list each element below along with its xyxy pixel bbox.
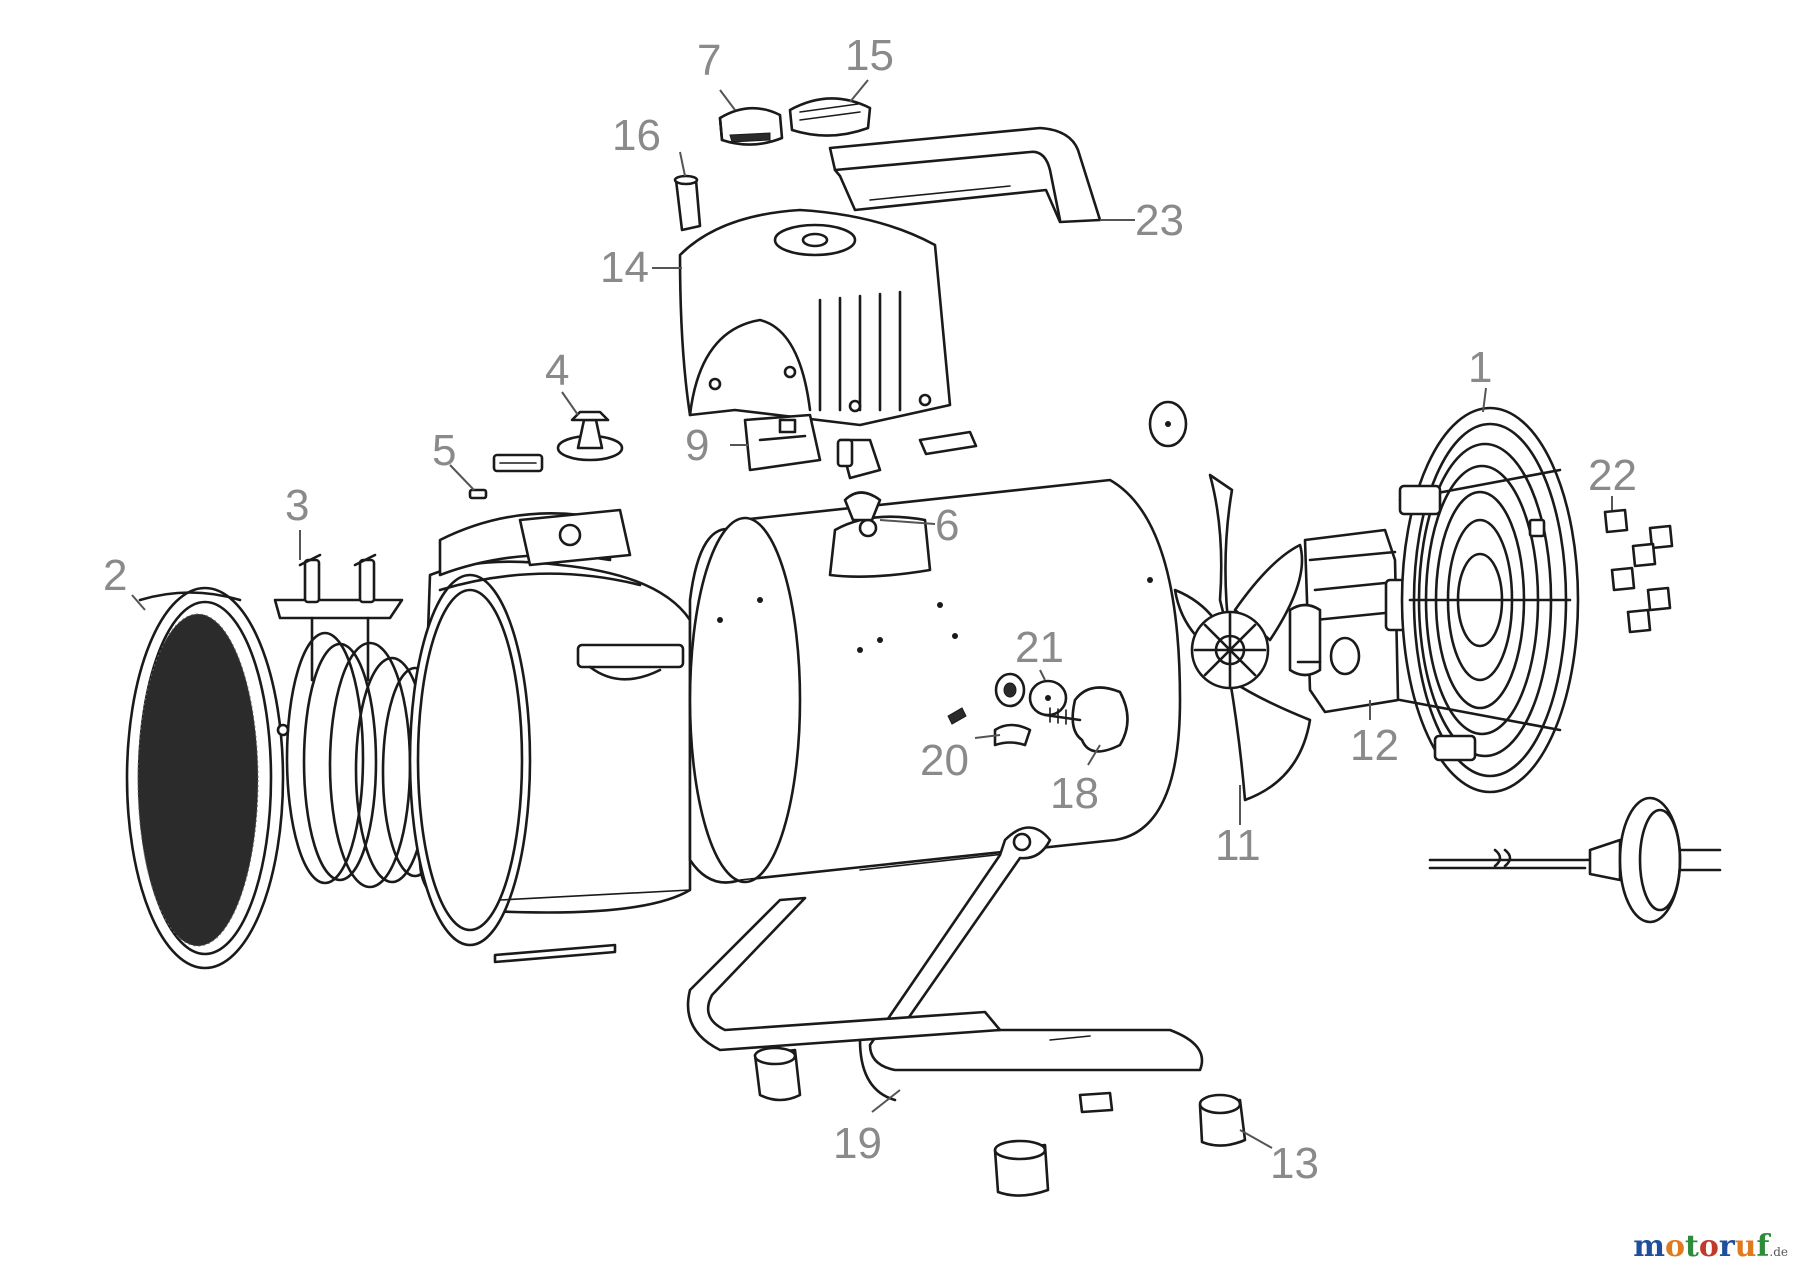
part-12-motor [1288,528,1416,714]
callout-22: 22 [1588,451,1637,500]
part-18-knob-bolt [1043,686,1129,753]
watermark-letter: f [1756,1229,1770,1264]
part-16-sleeve [673,174,702,232]
callout-7: 7 [697,36,721,85]
callout-14: 14 [600,243,649,292]
part-23-handle [828,126,1102,224]
callout-21: 21 [1015,623,1064,672]
fan-washer [1148,400,1188,448]
part-5-sensor [468,453,544,500]
watermark-letter: o [1664,1229,1685,1264]
part-9-switch [743,413,822,472]
part-21-washer [994,672,1068,717]
main-housing [688,430,1182,884]
watermark-tld: .de [1769,1245,1788,1259]
part-15-knob [788,97,872,137]
callout-4: 4 [545,346,569,395]
watermark-letter: r [1718,1229,1735,1264]
callout-1: 1 [1468,343,1492,392]
leader-lines [131,79,1613,1149]
inner-cylinder [408,508,712,964]
part-14-top-cover [678,208,952,427]
motoruf-watermark-logo: motoruf.de [1633,1229,1788,1264]
callout-16: 16 [612,111,661,160]
callout-5: 5 [432,426,456,475]
callout-20: 20 [920,736,969,785]
watermark-letter: t [1684,1229,1699,1264]
part-6-knob-clip [836,438,882,522]
watermark-letter: u [1734,1229,1757,1264]
callout-13: 13 [1270,1139,1319,1188]
callout-11: 11 [1215,821,1261,870]
watermark-letter: o [1698,1229,1719,1264]
callout-23: 23 [1135,196,1184,245]
part-1-rear-grille [1398,406,1580,794]
part-22-nuts [1603,508,1674,634]
callout-12: 12 [1350,721,1399,770]
callout-6: 6 [935,501,959,550]
callout-labels: 1 2 3 4 5 6 7 9 11 12 13 14 15 16 18 19 … [103,31,1637,1188]
power-cord-plug [1428,796,1722,924]
part-7-knob [718,106,784,146]
part-13-foot-clips [753,1046,1247,1197]
callout-15: 15 [845,31,894,80]
callout-19: 19 [833,1119,882,1168]
part-2-front-grille [125,586,290,970]
watermark-letter: m [1633,1229,1665,1264]
callout-9: 9 [685,421,709,470]
callout-3: 3 [285,481,309,530]
callout-18: 18 [1050,769,1099,818]
part-20-clip [947,707,1032,747]
callout-2: 2 [103,551,127,600]
part-4-thermostat [556,410,624,462]
part-11-fan-blade [1173,473,1312,802]
